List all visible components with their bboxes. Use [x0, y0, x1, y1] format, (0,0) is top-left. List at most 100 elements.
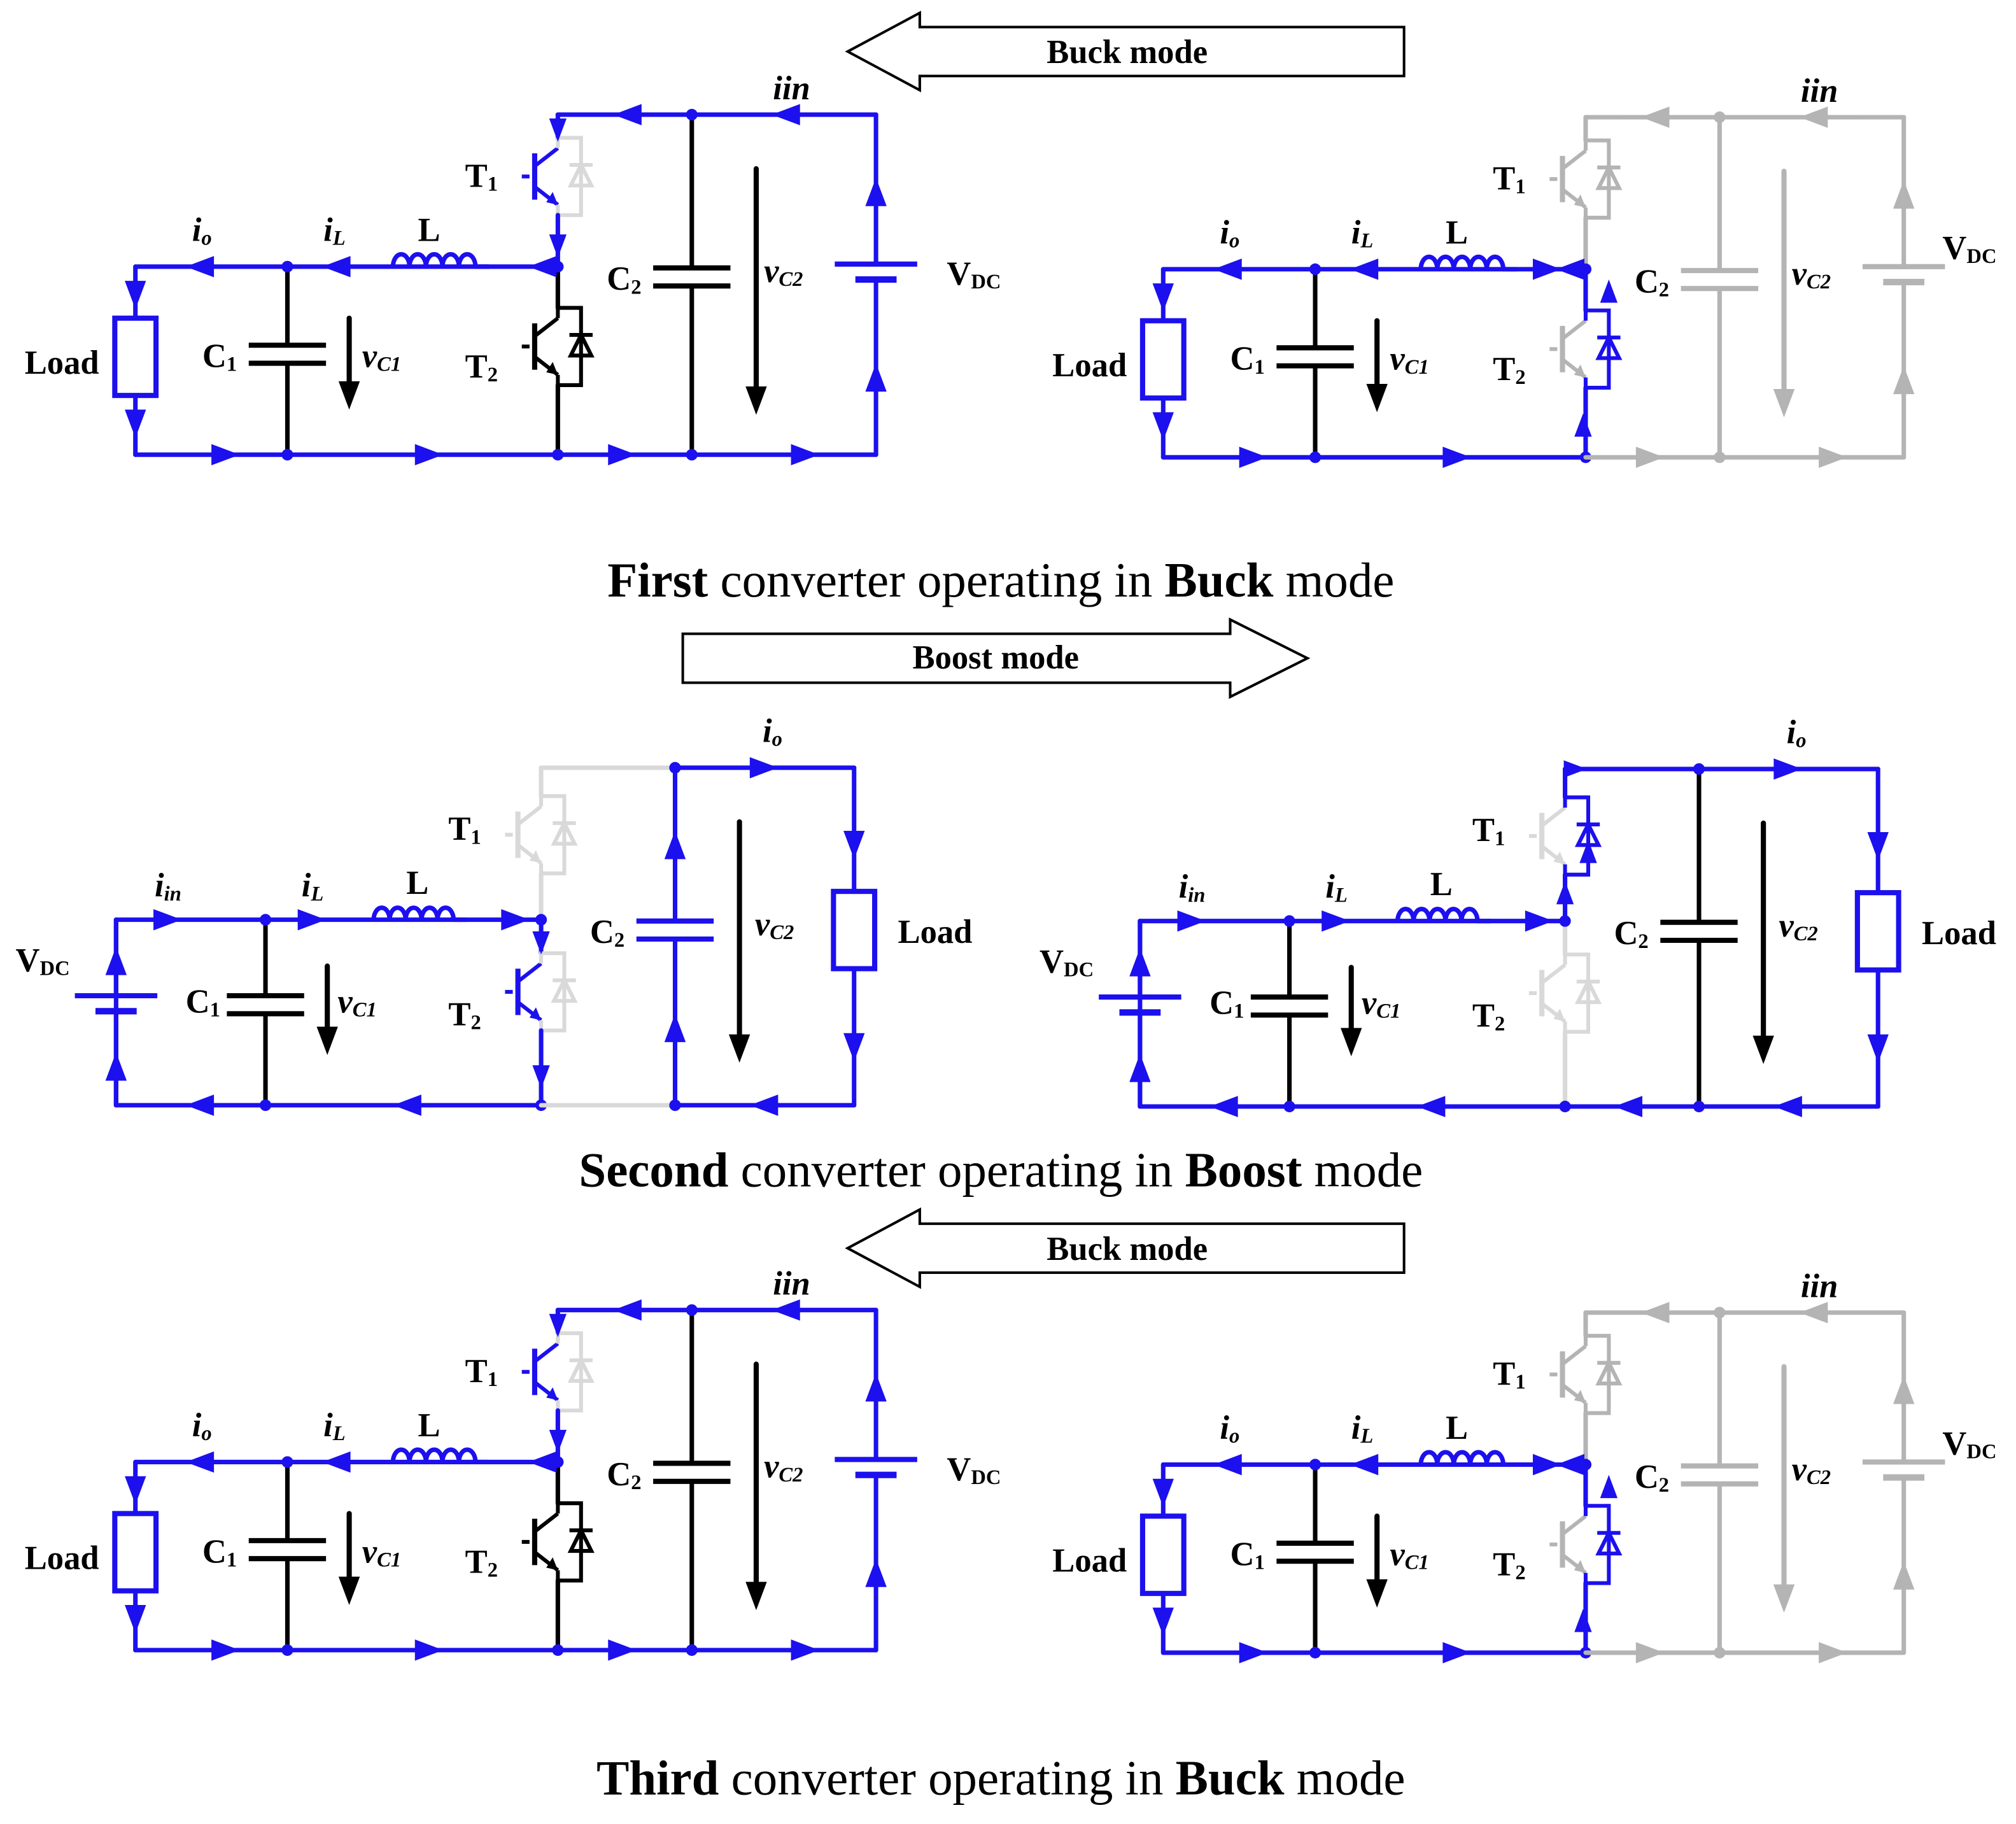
caption-3: Third converter operating in Buck mode — [596, 1750, 1405, 1805]
current-arrow — [316, 1026, 338, 1056]
load-label: Load — [1052, 1542, 1127, 1579]
current-arrow — [613, 1299, 642, 1321]
current-arrow — [1773, 389, 1795, 418]
mode-banner-2: Boost mode — [681, 617, 1311, 699]
diode-branch — [556, 1501, 583, 1583]
t1-label: T1 — [465, 157, 498, 195]
current-arrow — [1532, 1453, 1561, 1476]
diode-branch — [539, 794, 567, 875]
igbt-collector — [533, 1341, 560, 1364]
vdc-label: VDC — [1942, 230, 1996, 268]
diode-triangle — [567, 160, 595, 188]
junction-dot — [1309, 1459, 1322, 1471]
current-arrow — [1640, 1302, 1670, 1324]
current-arrow — [501, 908, 530, 931]
igbt-emitter-arrow — [1553, 1008, 1565, 1022]
current-arrow — [1574, 1609, 1592, 1632]
junction-dot — [1309, 1646, 1322, 1659]
c2-label: C2 — [607, 260, 641, 299]
current-arrow — [1893, 1561, 1915, 1590]
current-arrow — [125, 281, 146, 309]
current-arrow — [1773, 1584, 1795, 1613]
igbt-collector — [1561, 1515, 1587, 1536]
current-arrow — [1532, 258, 1561, 280]
iin-label: iin — [155, 867, 181, 905]
vc1-label: vC1 — [1362, 984, 1400, 1022]
current-arrow — [1525, 910, 1554, 932]
current-arrow — [1563, 760, 1587, 778]
current-arrow — [1129, 948, 1151, 977]
inductor-coil — [1395, 907, 1480, 921]
c1-label: C1 — [1230, 1536, 1265, 1574]
current-arrow — [1322, 910, 1350, 932]
load-label: Load — [898, 914, 973, 951]
current-arrow — [1416, 1096, 1446, 1117]
igbt-emitter-arrow — [1574, 1560, 1586, 1573]
right-arrow-shape — [681, 617, 1311, 699]
load-label: Load — [25, 1539, 99, 1576]
t1-label: T1 — [1493, 160, 1525, 198]
junction-dot — [1283, 1100, 1295, 1113]
current-arrow — [185, 1094, 215, 1116]
c1-label: C1 — [202, 338, 237, 376]
iin-label: iin — [773, 70, 810, 107]
current-arrow — [185, 1451, 215, 1473]
t2-label: T2 — [465, 348, 498, 386]
diode-branch — [1583, 1334, 1611, 1415]
current-arrow — [105, 947, 127, 975]
t2-label: T2 — [1493, 351, 1525, 389]
diode-branch — [556, 136, 583, 217]
igbt-switch — [521, 1501, 595, 1583]
inductor-coil — [390, 251, 478, 267]
current-arrow — [549, 234, 567, 258]
current-arrow — [1366, 383, 1388, 413]
current-arrow — [1640, 106, 1670, 128]
vc1-label: vC1 — [1390, 1536, 1428, 1574]
current-arrow — [749, 1094, 779, 1116]
current-arrow — [791, 1639, 820, 1661]
igbt-collector — [1561, 1344, 1587, 1366]
current-arrow — [185, 256, 215, 278]
junction-dot — [669, 1099, 681, 1112]
io-label: io — [1220, 214, 1239, 252]
io-label: io — [763, 712, 782, 751]
vc2-label: vC2 — [764, 253, 803, 291]
inductor-coil — [371, 905, 456, 920]
io-label: io — [1220, 1410, 1239, 1448]
inductor-coil — [390, 1447, 478, 1462]
current-arrow — [322, 256, 351, 278]
diode-branch — [1583, 1504, 1611, 1585]
inductor-label: L — [1430, 866, 1453, 903]
current-arrow — [1893, 365, 1915, 395]
current-arrow — [745, 1581, 767, 1611]
current-arrow — [1773, 1096, 1802, 1117]
igbt-switch — [521, 136, 595, 217]
c2-label: C2 — [607, 1456, 641, 1494]
current-arrow — [865, 363, 887, 392]
io-label: io — [192, 1407, 212, 1445]
t2-label: T2 — [1472, 998, 1505, 1036]
diode-branch — [556, 1331, 583, 1413]
vc1-label: vC1 — [337, 983, 376, 1021]
diode-triangle — [1595, 333, 1623, 360]
current-arrow — [211, 1639, 240, 1661]
vdc-label: VDC — [947, 1451, 1001, 1489]
caption-1: First converter operating in Buck mode — [607, 553, 1394, 607]
current-arrow — [1614, 1096, 1642, 1117]
current-arrow — [843, 831, 865, 859]
current-arrow — [1600, 1474, 1618, 1499]
vc2-label: vC2 — [1792, 255, 1831, 293]
current-arrow — [1799, 106, 1828, 128]
current-arrow — [865, 178, 887, 206]
c1-label: C1 — [186, 983, 220, 1021]
current-arrow — [1366, 1579, 1388, 1608]
current-arrow — [1600, 279, 1618, 303]
igbt-switch — [521, 1331, 595, 1413]
load-label: Load — [25, 344, 99, 381]
t2-label: T2 — [448, 996, 481, 1035]
inductor-coil — [1418, 1450, 1506, 1465]
left-arrow-shape — [845, 1207, 1406, 1289]
current-arrow — [338, 1576, 360, 1606]
